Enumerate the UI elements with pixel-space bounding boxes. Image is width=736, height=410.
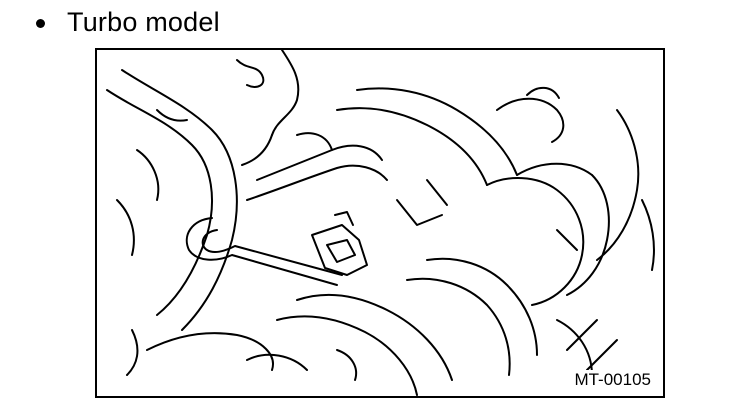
engine-illustration-frame: MT-00105 xyxy=(95,48,665,398)
figure-code-label: MT-00105 xyxy=(572,370,653,390)
bullet-icon xyxy=(36,18,45,28)
left-hose-drawing xyxy=(106,89,213,316)
dipstick-drawing xyxy=(185,217,338,286)
section-heading: Turbo model xyxy=(36,4,220,40)
heading-text: Turbo model xyxy=(67,7,220,37)
engine-line-drawing xyxy=(106,50,655,396)
sensor-connector-drawing xyxy=(311,224,368,276)
turbo-housing-drawing xyxy=(486,177,585,306)
